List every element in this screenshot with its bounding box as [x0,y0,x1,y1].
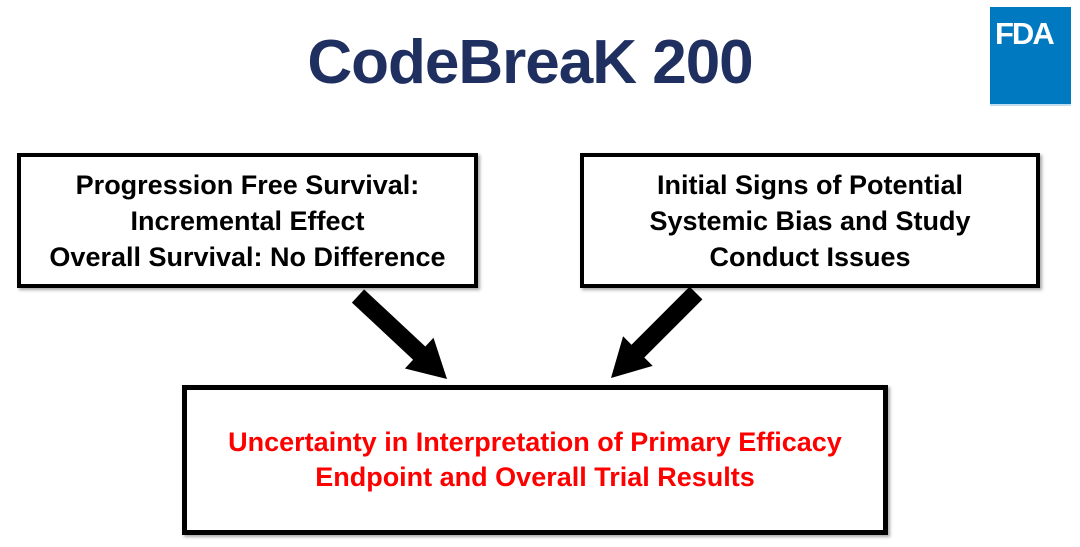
systemic-bias-box: Initial Signs of Potential Systemic Bias… [580,153,1040,288]
left-down-right-arrow-icon [351,289,447,379]
survival-results-line: Overall Survival: No Difference [49,241,446,272]
survival-results-box: Progression Free Survival: Incremental E… [17,153,478,288]
uncertainty-line: Endpoint and Overall Trial Results [315,462,755,492]
survival-results-line: Progression Free Survival: [75,169,420,200]
fda-logo-text: FDA [995,16,1055,51]
systemic-bias-line: Initial Signs of Potential [656,169,964,200]
uncertainty-line: Uncertainty in Interpretation of Primary… [228,427,842,457]
uncertainty-conclusion-box: Uncertainty in Interpretation of Primary… [182,385,888,535]
page-title: CodeBreaK 200 [307,28,753,97]
survival-results-line: Incremental Effect [130,205,365,236]
fda-logo: FDA [990,7,1071,104]
systemic-bias-line: Conduct Issues [709,241,911,272]
right-down-left-arrow-icon [611,286,703,378]
systemic-bias-line: Systemic Bias and Study [649,205,971,236]
